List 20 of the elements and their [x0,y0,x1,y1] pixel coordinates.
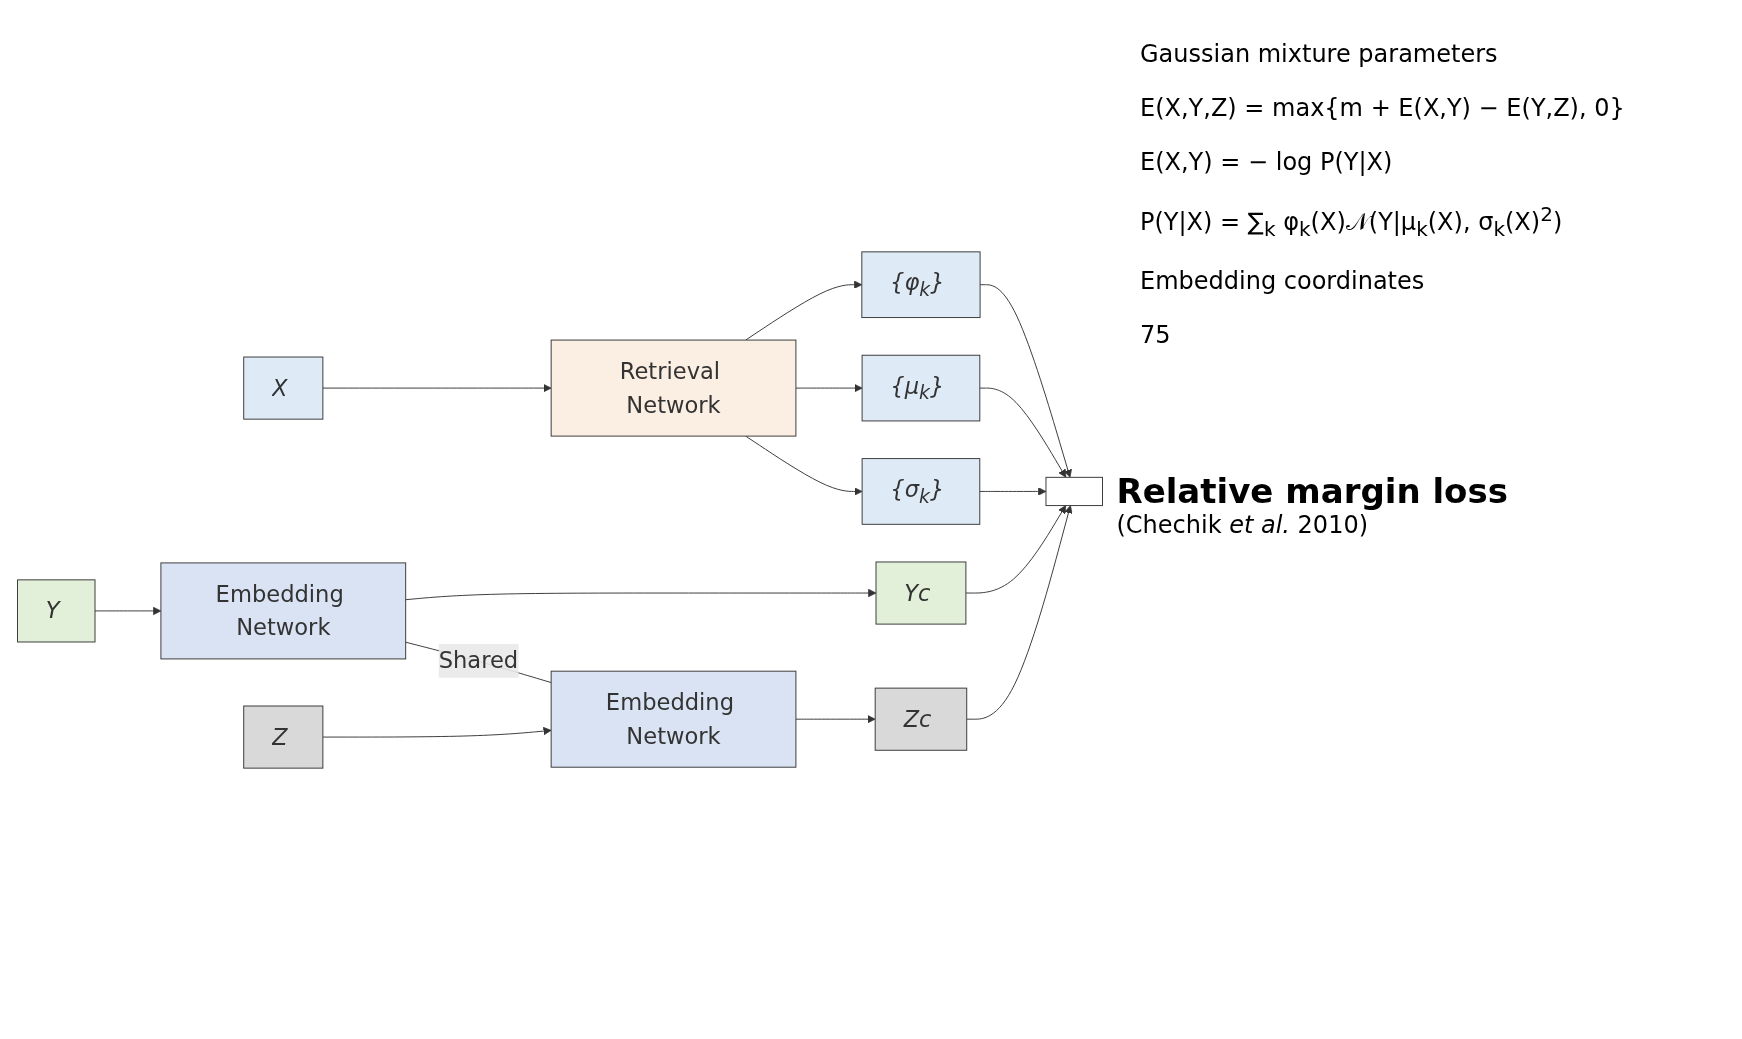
node-box: {σ$_{k}$} [861,458,981,525]
node-box: {φ$_{k}$} [861,251,981,319]
node-box: Retrieval Network [550,339,797,437]
edge-label: Shared [438,647,519,674]
citation-text: (Chechik et al. 2010) [1116,511,1370,540]
node-box: {μ$_{k}$} [861,354,981,422]
node-box [1045,476,1103,507]
node-box: Yc [875,561,967,625]
page-number: 75 [1140,320,1172,349]
equation: P(Y|X) = ∑$_{k}$ φ$_{k}$(X)𝒩(Y|μ$_{k}$(X), σ$_{k}$(X)$^{2}$) [1140,202,1564,241]
equation: E(X,Y,Z) = max{m + E(X,Y) − E(Y,Z), 0} [1140,94,1626,122]
loss-title: Relative margin loss [1116,471,1509,512]
caption-text: Embedding coordinates [1140,266,1426,295]
node-box: Embedding Network [550,670,797,768]
node-box: Z [243,705,324,769]
node-box: Y [17,579,96,643]
caption-text: Gaussian mixture parameters [1140,40,1499,68]
node-box: Embedding Network [160,562,407,660]
equation: E(X,Y) = − log P(Y|X) [1140,148,1394,176]
node-box: Zc [874,687,968,751]
